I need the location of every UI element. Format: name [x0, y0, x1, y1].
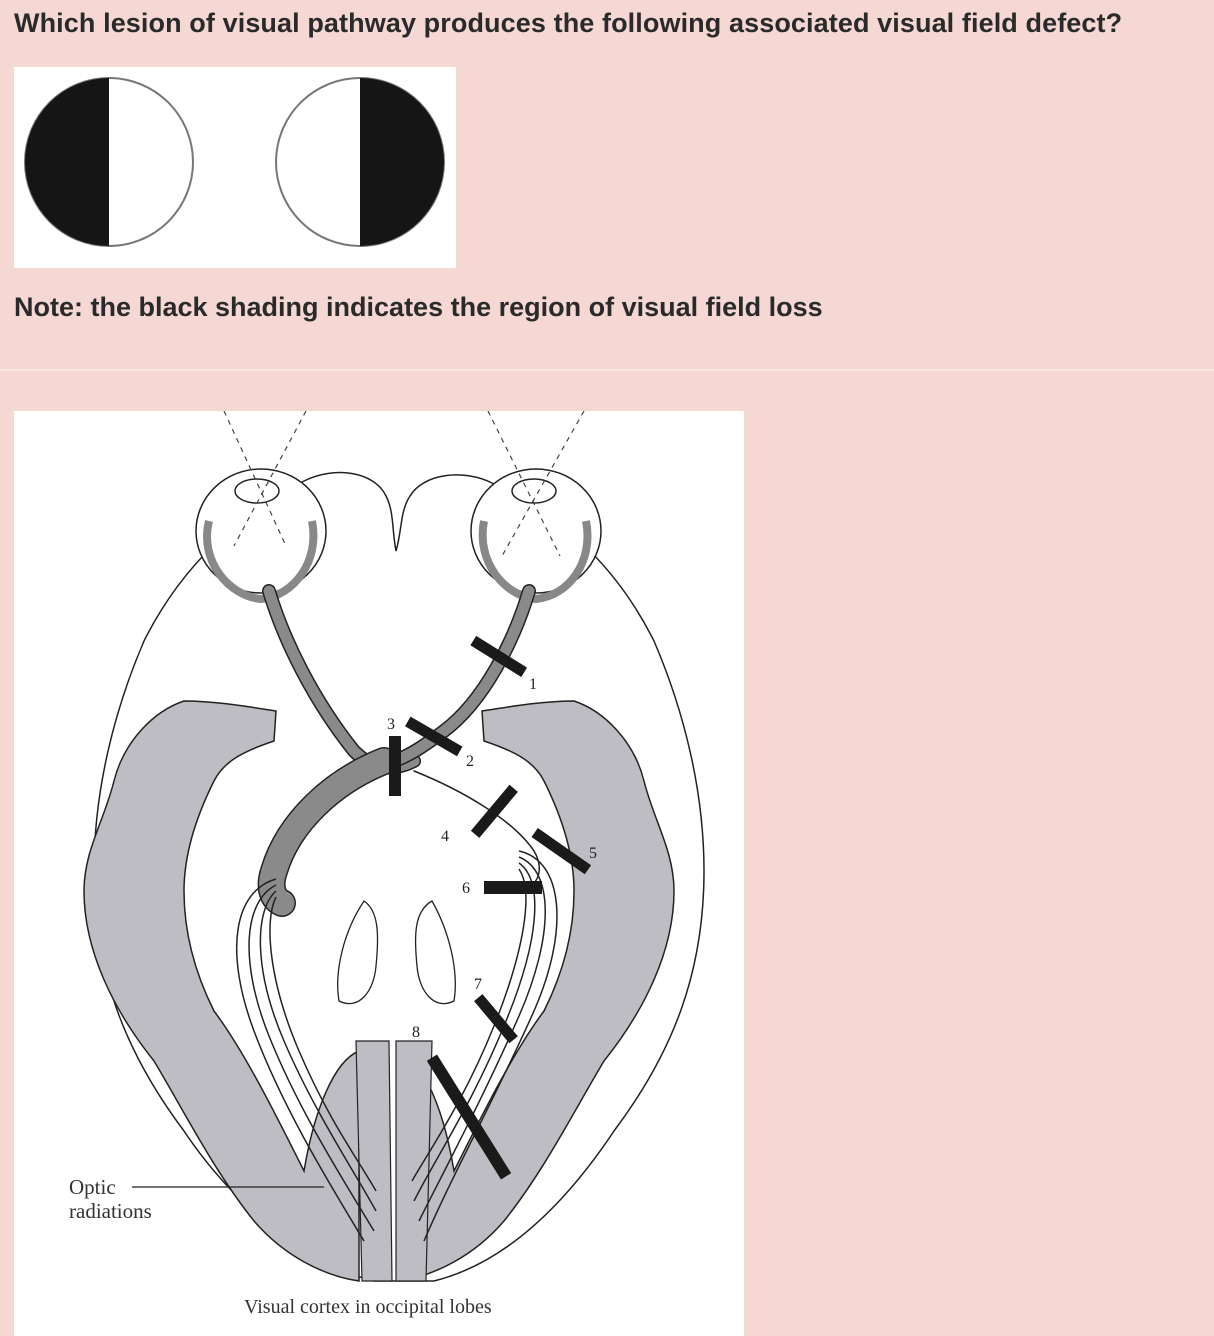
note-text: Note: the black shading indicates the re…: [14, 292, 823, 323]
left-field-loss: [25, 78, 109, 246]
lesion-number-3: 3: [387, 716, 395, 733]
visual-pathway-diagram: 1 2 3 4 5 6 7 8 Optic radiations Visual …: [14, 411, 744, 1336]
left-eye-visual-field: [25, 78, 193, 246]
lesion-number-8: 8: [412, 1024, 420, 1041]
diagram-caption: Visual cortex in occipital lobes: [244, 1296, 492, 1318]
right-eye-visual-field: [276, 78, 444, 246]
lesion-bar-3: [389, 736, 401, 796]
section-divider: [0, 369, 1214, 371]
question-text: Which lesion of visual pathway produces …: [14, 8, 1122, 39]
lesion-number-5: 5: [589, 845, 597, 862]
lesion-bar-6: [484, 881, 542, 894]
lesion-number-7: 7: [474, 976, 482, 993]
optic-radiations-label-line2: radiations: [69, 1199, 152, 1223]
optic-radiations-label-line1: Optic: [69, 1175, 116, 1199]
right-field-loss: [360, 78, 444, 246]
occipital-strip-right: [396, 1041, 432, 1281]
occipital-strip-left: [356, 1041, 392, 1281]
visual-field-figure: [14, 67, 456, 268]
lesion-number-1: 1: [529, 676, 537, 693]
lesion-number-6: 6: [462, 880, 470, 897]
lesion-number-2: 2: [466, 753, 474, 770]
lesion-number-4: 4: [441, 828, 449, 845]
